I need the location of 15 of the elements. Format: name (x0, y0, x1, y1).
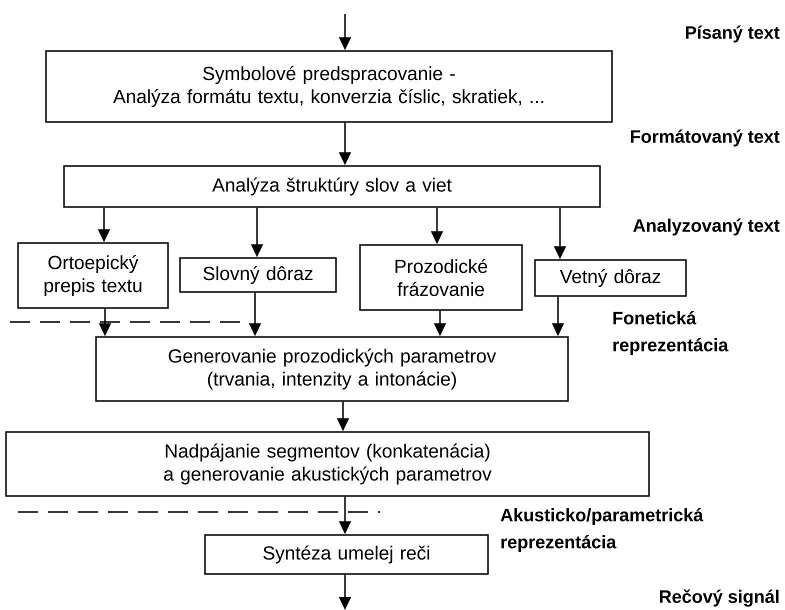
stage-label: Rečový signál (660, 589, 778, 607)
process-box: Ortoepický prepis textu (17, 242, 169, 309)
stage-label: Akusticko/parametrická reprezentácia (500, 508, 704, 552)
process-box: Symbolové predspracovanie - Analýza formátu textu, konverzia číslic, skratiek, ... (45, 50, 613, 123)
process-box: Syntéza umelej reči (204, 534, 489, 575)
stage-label: Písaný text (686, 26, 780, 42)
process-box: Vetný dôraz (534, 259, 687, 297)
process-box: Prozodické frázovanie (359, 244, 523, 311)
process-box: Analýza štruktúry slov a viet (63, 165, 601, 208)
process-box: Generovanie prozodických parametrov (trvania, intenzity a intonácie) (95, 336, 569, 402)
stage-label: Formátovaný text (630, 130, 780, 146)
stage-label: Analyzovaný text (633, 218, 780, 236)
stage-label: Fonetická reprezentácia (613, 311, 728, 355)
process-box: Nadpájanie segmentov (konkatenácia) a generovanie akustických parametrov (5, 431, 650, 497)
process-box: Slovný dôraz (179, 257, 337, 293)
